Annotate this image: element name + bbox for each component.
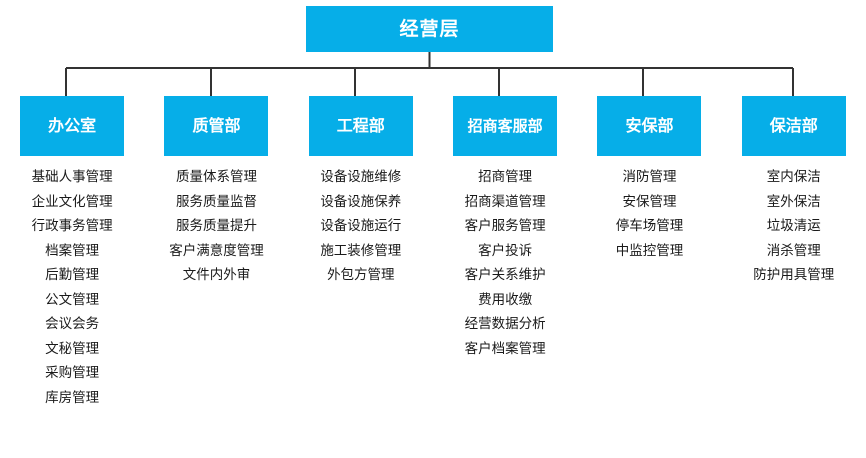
list-item: 室外保洁 bbox=[766, 193, 821, 210]
list-item: 档案管理 bbox=[45, 242, 100, 259]
list-item: 库房管理 bbox=[45, 389, 100, 406]
org-node-department-3-label: 工程部 bbox=[336, 116, 385, 135]
list-item: 文秘管理 bbox=[45, 340, 100, 357]
org-node-department-6-label: 保洁部 bbox=[769, 116, 818, 135]
org-node-root-label: 经营层 bbox=[399, 17, 460, 40]
org-node-department-6[interactable]: 保洁部 bbox=[741, 96, 846, 156]
list-item: 质量体系管理 bbox=[175, 169, 257, 185]
list-item: 垃圾清运 bbox=[766, 218, 821, 234]
org-node-department-1-label: 办公室 bbox=[48, 116, 97, 135]
list-item: 经营数据分析 bbox=[464, 316, 546, 332]
list-item: 施工装修管理 bbox=[320, 242, 402, 259]
department-6-item-list: 室内保洁 室外保洁 垃圾清运 消杀管理 防护用具管理 bbox=[720, 156, 866, 288]
department-column-1: 办公室 基础人事管理 企业文化管理 行政事务管理 档案管理 后勤管理 公文管理 … bbox=[0, 96, 144, 410]
list-item: 设备设施运行 bbox=[320, 218, 402, 234]
list-item: 设备设施维修 bbox=[320, 169, 402, 185]
list-item: 招商管理 bbox=[478, 169, 533, 185]
list-item: 安保管理 bbox=[622, 193, 677, 210]
list-item: 招商渠道管理 bbox=[464, 193, 546, 210]
list-item: 停车场管理 bbox=[615, 218, 684, 234]
list-item: 服务质量提升 bbox=[175, 218, 257, 234]
department-column-3: 工程部 设备设施维修 设备设施保养 设备设施运行 施工装修管理 外包方管理 bbox=[289, 96, 433, 288]
list-item: 客户档案管理 bbox=[464, 340, 546, 357]
department-column-5: 安保部 消防管理 安保管理 停车场管理 中监控管理 bbox=[577, 96, 721, 263]
list-item: 会议会务 bbox=[45, 316, 100, 332]
org-node-department-2-label: 质管部 bbox=[192, 116, 241, 135]
department-4-item-list: 招商管理 招商渠道管理 客户服务管理 客户投诉 客户关系维护 费用收缴 经营数据… bbox=[431, 156, 579, 361]
org-node-department-3[interactable]: 工程部 bbox=[308, 96, 413, 156]
department-2-item-list: 质量体系管理 服务质量监督 服务质量提升 客户满意度管理 文件内外审 bbox=[142, 156, 290, 288]
department-5-item-list: 消防管理 安保管理 停车场管理 中监控管理 bbox=[575, 156, 723, 263]
org-node-department-5-label: 安保部 bbox=[625, 116, 674, 135]
list-item: 防护用具管理 bbox=[753, 267, 835, 283]
list-item: 企业文化管理 bbox=[31, 193, 113, 210]
list-item: 客户关系维护 bbox=[464, 267, 546, 283]
org-node-department-4[interactable]: 招商客服部 bbox=[453, 96, 558, 156]
list-item: 费用收缴 bbox=[478, 291, 533, 308]
list-item: 行政事务管理 bbox=[31, 218, 113, 234]
list-item: 消防管理 bbox=[622, 169, 677, 185]
list-item: 基础人事管理 bbox=[31, 169, 113, 185]
list-item: 设备设施保养 bbox=[320, 193, 402, 210]
department-column-2: 质管部 质量体系管理 服务质量监督 服务质量提升 客户满意度管理 文件内外审 bbox=[144, 96, 288, 288]
org-node-root[interactable]: 经营层 bbox=[306, 6, 553, 52]
list-item: 中监控管理 bbox=[615, 242, 684, 259]
org-node-department-5[interactable]: 安保部 bbox=[597, 96, 702, 156]
department-3-item-list: 设备设施维修 设备设施保养 设备设施运行 施工装修管理 外包方管理 bbox=[287, 156, 435, 288]
list-item: 消杀管理 bbox=[766, 242, 821, 259]
list-item: 室内保洁 bbox=[766, 169, 821, 185]
org-node-department-2[interactable]: 质管部 bbox=[164, 96, 269, 156]
org-node-department-1[interactable]: 办公室 bbox=[20, 96, 125, 156]
list-item: 公文管理 bbox=[45, 291, 100, 308]
department-column-6: 保洁部 室内保洁 室外保洁 垃圾清运 消杀管理 防护用具管理 bbox=[722, 96, 866, 288]
list-item: 客户投诉 bbox=[478, 242, 533, 259]
department-columns: 办公室 基础人事管理 企业文化管理 行政事务管理 档案管理 后勤管理 公文管理 … bbox=[0, 96, 866, 410]
list-item: 后勤管理 bbox=[45, 267, 100, 283]
list-item: 文件内外审 bbox=[182, 267, 251, 283]
department-column-4: 招商客服部 招商管理 招商渠道管理 客户服务管理 客户投诉 客户关系维护 费用收… bbox=[433, 96, 577, 361]
org-node-department-4-label: 招商客服部 bbox=[467, 116, 543, 135]
list-item: 外包方管理 bbox=[327, 267, 395, 283]
department-1-item-list: 基础人事管理 企业文化管理 行政事务管理 档案管理 后勤管理 公文管理 会议会务… bbox=[0, 156, 146, 410]
list-item: 采购管理 bbox=[45, 365, 100, 381]
list-item: 客户满意度管理 bbox=[169, 242, 264, 259]
list-item: 服务质量监督 bbox=[175, 193, 257, 210]
list-item: 客户服务管理 bbox=[464, 218, 546, 234]
